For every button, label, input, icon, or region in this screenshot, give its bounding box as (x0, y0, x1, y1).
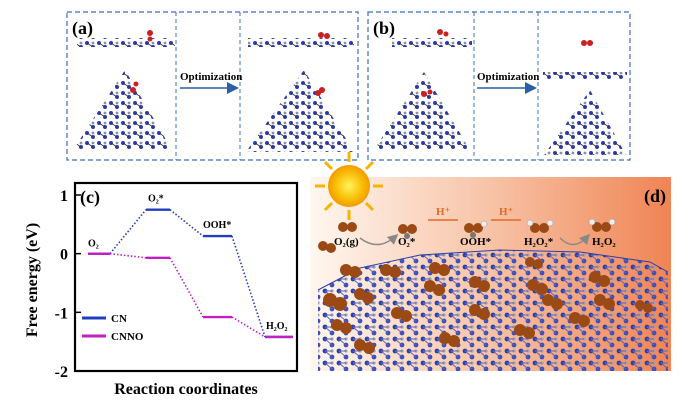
connector-cnno-0 (109, 252, 147, 259)
optimization-label-b: Optimization (477, 71, 539, 83)
o2-adsorbed-molecule (398, 224, 417, 239)
side-view-sheet (77, 38, 175, 47)
connector-cnno-2 (231, 316, 266, 338)
top-view-network-b-optimized (544, 90, 626, 155)
state-label-o2star: O₂* (148, 194, 164, 205)
sun-icon (315, 152, 383, 220)
panel-b: (b) Optimization (367, 11, 631, 161)
side-view-sheet-optimized (248, 38, 354, 47)
top-view-network-optimized (246, 70, 354, 152)
y-axis-label: Free energy (eV) (24, 223, 41, 337)
side-view-sheet-b (392, 38, 472, 47)
panel-a: (a) Optimization (66, 11, 359, 161)
y-tick-label: 1 (60, 188, 68, 205)
y-tick-label: 0 (60, 247, 68, 264)
cn-network-sheet (318, 250, 668, 371)
state-label-oohstar: OOH* (203, 220, 231, 231)
state-label-o2: O₂ (88, 239, 99, 250)
h2o2-product-molecule (588, 218, 616, 232)
state-label-h2o2: H₂O₂ (266, 321, 288, 332)
label-hplus-2: H⁺ (499, 206, 514, 218)
side-view-sheet-b-optimized (543, 72, 627, 81)
top-view-network (73, 70, 172, 150)
label-oohstar: OOH* (460, 236, 492, 248)
connector-cn-2 (231, 235, 266, 338)
legend: CN CNNO (82, 313, 144, 343)
label-h2o2: H₂O₂ (592, 236, 616, 248)
ooh-adsorbed-molecule (464, 220, 488, 238)
label-o2g: O₂(g) (334, 236, 359, 248)
y-tick-label: -1 (55, 305, 68, 322)
y-tick-label: -2 (55, 364, 68, 381)
top-view-network-b (374, 72, 470, 150)
connector-cn-0 (109, 209, 147, 255)
legend-label-cnno: CNNO (111, 331, 144, 343)
h2o2-adsorbed-molecule (526, 219, 554, 233)
panel-d: (d) O₂(g) O₂* OOH* H₂O₂* (310, 152, 671, 371)
label-o2star: O₂* (398, 236, 416, 248)
optimization-label-a: Optimization (180, 71, 242, 83)
plot-frame (73, 181, 299, 373)
reaction-pathway: O₂(g) O₂* OOH* H₂O₂* (334, 206, 616, 248)
label-h2o2star: H₂O₂* (524, 236, 554, 248)
connector-cn-1 (169, 209, 204, 237)
o2-gas-molecule (338, 222, 357, 232)
panel-c-label: (c) (80, 187, 100, 208)
label-hplus-1: H⁺ (436, 206, 451, 218)
step-arrow-1 (359, 234, 399, 246)
chart-marks: 1 0 -1 -2 O₂ O₂* OOH* H₂O₂ (55, 188, 293, 381)
panel-c: (c) Free energy (eV) Reaction coordinate… (24, 181, 299, 398)
legend-label-cn: CN (111, 313, 127, 325)
panel-a-label: (a) (72, 18, 93, 39)
panel-b-label: (b) (373, 18, 395, 39)
connector-cnno-1 (169, 257, 204, 318)
step-arrow-2 (559, 233, 590, 246)
panel-d-label: (d) (644, 186, 666, 207)
adsorbed-species (318, 241, 653, 354)
x-axis-label: Reaction coordinates (114, 381, 258, 398)
